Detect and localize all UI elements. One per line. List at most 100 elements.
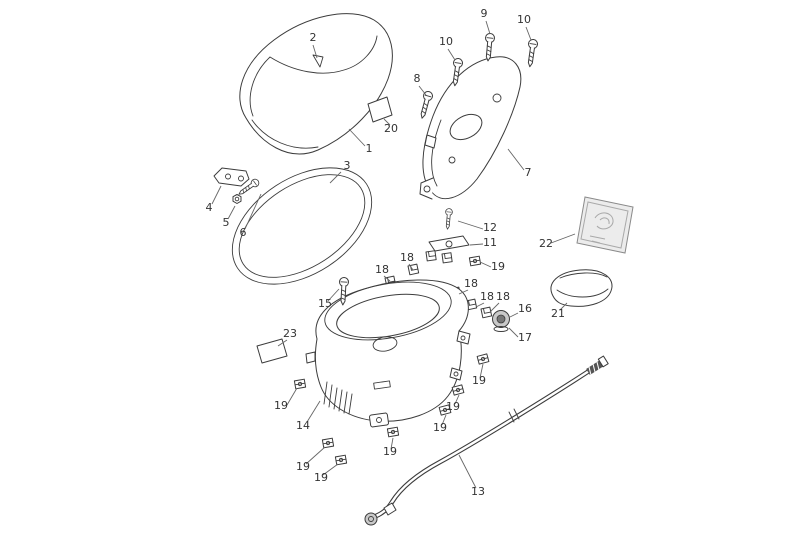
box-latch (369, 412, 389, 428)
callout-15: 15 (318, 297, 332, 310)
callout-19-a: 19 (491, 260, 505, 273)
hinge-hole (238, 175, 244, 182)
latch-assembly (425, 207, 470, 264)
hinge-nut (232, 194, 242, 204)
callout-14: 14 (296, 419, 310, 432)
callout-9: 9 (481, 7, 488, 20)
screw-10-right (524, 38, 539, 68)
seat-bottom-edge (251, 119, 319, 149)
document-border (580, 201, 629, 249)
nut-hole (234, 196, 240, 202)
hook (441, 252, 453, 264)
pouch-fold (556, 288, 609, 298)
pouch-flap (559, 272, 608, 279)
box-tab-right-upper (456, 330, 471, 345)
document (576, 196, 634, 254)
seat (239, 13, 393, 155)
box-inner-recess (372, 336, 398, 352)
callout-16: 16 (518, 302, 532, 315)
callout-19-f: 19 (274, 399, 288, 412)
latch-hole (376, 417, 382, 423)
grommet-base (493, 326, 509, 332)
box-ribs (323, 381, 353, 415)
gasket-inner (238, 174, 366, 278)
callout-20: 20 (384, 122, 398, 135)
callout-7: 7 (525, 166, 532, 179)
seat-seam (249, 35, 378, 117)
callout-2: 2 (310, 31, 317, 44)
cover-screw-hole (492, 93, 502, 103)
clip-19-e (386, 426, 400, 438)
box-tab-right-lower (449, 367, 463, 381)
callout-19-c: 19 (446, 400, 460, 413)
document-text-line (591, 240, 601, 244)
cover-tab-hole (423, 185, 431, 193)
callout-5: 5 (223, 216, 230, 229)
callout-21: 21 (551, 307, 565, 320)
callout-17: 17 (518, 331, 532, 344)
callout-12: 12 (483, 221, 497, 234)
bracket-hole (445, 240, 453, 248)
callout-23: 23 (283, 327, 297, 340)
callout-1: 1 (366, 142, 373, 155)
pouch-outline (550, 269, 613, 307)
hook-18-b (407, 263, 420, 276)
box-tab-left (305, 351, 316, 364)
callout-18-a: 18 (375, 263, 389, 276)
callout-11: 11 (483, 236, 497, 249)
callout-18-d: 18 (480, 290, 494, 303)
box-opening (336, 293, 440, 339)
clip-19-b (476, 353, 490, 365)
callout-18-e: 18 (496, 290, 510, 303)
cover-contour (431, 119, 442, 187)
gasket-outer (231, 167, 373, 285)
clip-19-h (334, 454, 348, 466)
cover-screw-hole (448, 156, 456, 164)
tab-hole (453, 371, 459, 377)
leader-lines (211, 20, 576, 489)
callout-18-c: 18 (464, 277, 478, 290)
callout-19-b: 19 (472, 374, 486, 387)
document-text-line (589, 235, 606, 240)
rear-cover (419, 56, 522, 200)
screw-12 (443, 207, 454, 230)
seat-outline (239, 13, 393, 155)
callout-18-b: 18 (400, 251, 414, 264)
cable-threaded-end (586, 355, 609, 376)
seat-hinge (213, 167, 261, 204)
seat-gasket (231, 167, 373, 285)
grommet (492, 310, 510, 332)
document-emblem (594, 212, 614, 230)
callouts: 1 2 3 4 5 6 7 8 9 10 10 11 12 13 14 15 1… (206, 7, 566, 498)
callout-19-h: 19 (314, 471, 328, 484)
clip-19-g (321, 437, 335, 449)
callout-8: 8 (414, 72, 421, 85)
callout-19-g: 19 (296, 460, 310, 473)
hinge-hole (225, 173, 231, 180)
cover-tab (419, 177, 434, 200)
callout-22: 22 (539, 237, 553, 250)
grommet-center (496, 314, 506, 324)
tool-pouch (550, 269, 613, 307)
hinge-bracket (213, 167, 250, 187)
callout-19-e: 19 (383, 445, 397, 458)
callout-3: 3 (344, 159, 351, 172)
cover-side-tab (424, 134, 437, 149)
cable-collar (508, 408, 520, 423)
box-slot (373, 380, 391, 390)
tab-hole (460, 335, 466, 341)
tag-20 (367, 96, 393, 123)
cover-hole (449, 113, 483, 141)
cable-end-fitting (364, 502, 397, 526)
hook (425, 250, 437, 262)
callout-10-right: 10 (517, 13, 531, 26)
document-sheet (576, 196, 634, 254)
cable (364, 355, 609, 526)
clip-19-a (468, 255, 482, 267)
clip-19-f (293, 378, 307, 390)
callout-4: 4 (206, 201, 213, 214)
callout-10-left: 10 (439, 35, 453, 48)
seat-vent-mark (312, 54, 324, 68)
